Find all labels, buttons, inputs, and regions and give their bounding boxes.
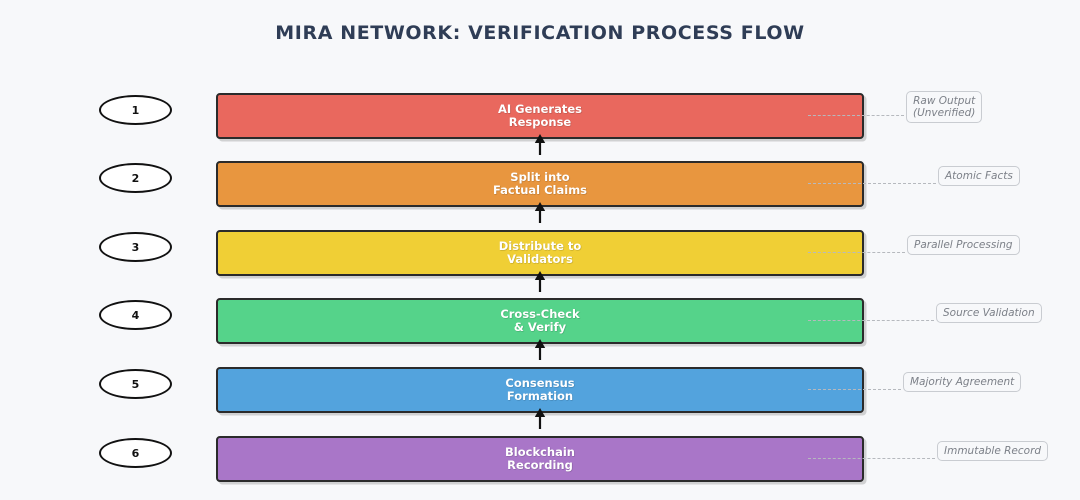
process-row-4: 4 Cross-Check & Verify Source Validation: [0, 298, 1080, 344]
step-number-6: 6: [131, 446, 140, 460]
step-note-4-line1: Source Validation: [943, 307, 1035, 319]
step-label-2-line1: Split into: [510, 170, 570, 184]
step-number-5: 5: [131, 377, 140, 391]
step-note-1: Raw Output (Unverified): [906, 91, 983, 123]
step-box-6[interactable]: Blockchain Recording: [216, 436, 864, 482]
step-note-3-line1: Parallel Processing: [914, 239, 1013, 251]
step-label-3-line1: Distribute to: [498, 239, 582, 253]
up-arrow-icon-3: [533, 271, 547, 293]
step-number-2: 2: [131, 171, 140, 185]
step-label-6-line1: Blockchain: [505, 445, 575, 459]
note-connector-2: [808, 183, 936, 184]
up-arrow-icon-4: [533, 339, 547, 361]
note-connector-4: [808, 320, 934, 321]
note-connector-3: [808, 252, 905, 253]
process-row-1: 1 AI Generates Response Raw Output (Unve…: [0, 91, 1080, 139]
step-label-2-line2: Factual Claims: [492, 183, 588, 197]
note-connector-6: [808, 458, 935, 459]
step-box-5[interactable]: Consensus Formation: [216, 367, 864, 413]
step-note-5: Majority Agreement: [903, 372, 1022, 392]
step-note-2: Atomic Facts: [938, 166, 1020, 186]
process-row-3: 3 Distribute to Validators Parallel Proc…: [0, 230, 1080, 276]
up-arrow-icon-5: [533, 408, 547, 430]
step-label-6-line2: Recording: [507, 458, 573, 472]
step-number-4: 4: [131, 308, 140, 322]
step-label-5-line2: Formation: [506, 389, 574, 403]
step-note-3: Parallel Processing: [907, 235, 1020, 255]
process-row-2: 2 Split into Factual Claims Atomic Facts: [0, 161, 1080, 207]
step-label-4-line1: Cross-Check: [500, 307, 580, 321]
step-label-1-line1: AI Generates: [498, 102, 582, 116]
note-connector-5: [808, 389, 901, 390]
step-note-1-line2: (Unverified): [913, 107, 976, 119]
step-box-3[interactable]: Distribute to Validators: [216, 230, 864, 276]
up-arrow-icon-1: [533, 134, 547, 156]
step-number-1: 1: [131, 103, 140, 117]
step-note-5-line1: Majority Agreement: [910, 376, 1015, 388]
step-badge-3: 3: [99, 232, 172, 262]
note-connector-1: [808, 115, 904, 116]
step-badge-1: 1: [99, 95, 172, 125]
step-label-4-line2: & Verify: [513, 320, 567, 334]
step-box-2[interactable]: Split into Factual Claims: [216, 161, 864, 207]
step-note-4: Source Validation: [936, 303, 1042, 323]
step-badge-5: 5: [99, 369, 172, 399]
page-title: MIRA NETWORK: VERIFICATION PROCESS FLOW: [275, 22, 805, 44]
process-row-6: 6 Blockchain Recording Immutable Record: [0, 436, 1080, 482]
step-note-2-line1: Atomic Facts: [945, 170, 1013, 182]
step-number-3: 3: [131, 240, 140, 254]
step-note-6: Immutable Record: [937, 441, 1049, 461]
step-label-3-line2: Validators: [507, 252, 573, 266]
step-badge-6: 6: [99, 438, 172, 468]
step-badge-4: 4: [99, 300, 172, 330]
step-note-6-line1: Immutable Record: [944, 445, 1042, 457]
step-box-1[interactable]: AI Generates Response: [216, 93, 864, 139]
step-badge-2: 2: [99, 163, 172, 193]
step-label-5-line1: Consensus: [505, 376, 575, 390]
step-box-4[interactable]: Cross-Check & Verify: [216, 298, 864, 344]
step-note-1-line1: Raw Output: [913, 95, 976, 107]
process-row-5: 5 Consensus Formation Majority Agreement: [0, 367, 1080, 413]
step-label-1-line2: Response: [508, 115, 572, 129]
up-arrow-icon-2: [533, 202, 547, 224]
